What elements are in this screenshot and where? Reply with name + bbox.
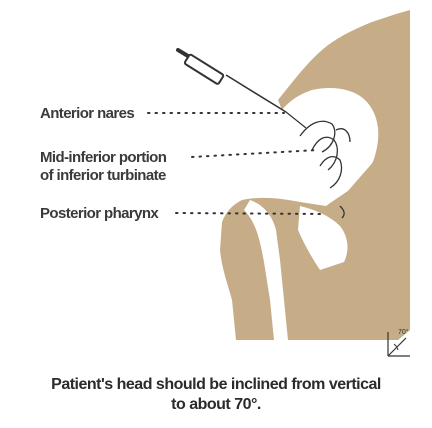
leader-mid-inferior (192, 150, 318, 157)
label-mid-inferior-line2: of inferior turbinate (40, 167, 166, 184)
angle-value: 70° (398, 328, 409, 336)
caption: Patient's head should be inclined from v… (51, 376, 381, 413)
head-silhouette (220, 10, 410, 340)
label-mid-inferior-line1: Mid-inferior portion (40, 149, 167, 166)
caption-line1: Patient's head should be inclined from v… (51, 376, 381, 393)
caption-line2: to about 70°. (171, 396, 261, 413)
label-posterior-pharynx: Posterior pharynx (40, 205, 159, 222)
leader-lines (148, 113, 324, 214)
label-anterior-nares: Anterior nares (40, 105, 134, 122)
labels: Anterior nares Mid-inferior portion of i… (40, 105, 167, 222)
